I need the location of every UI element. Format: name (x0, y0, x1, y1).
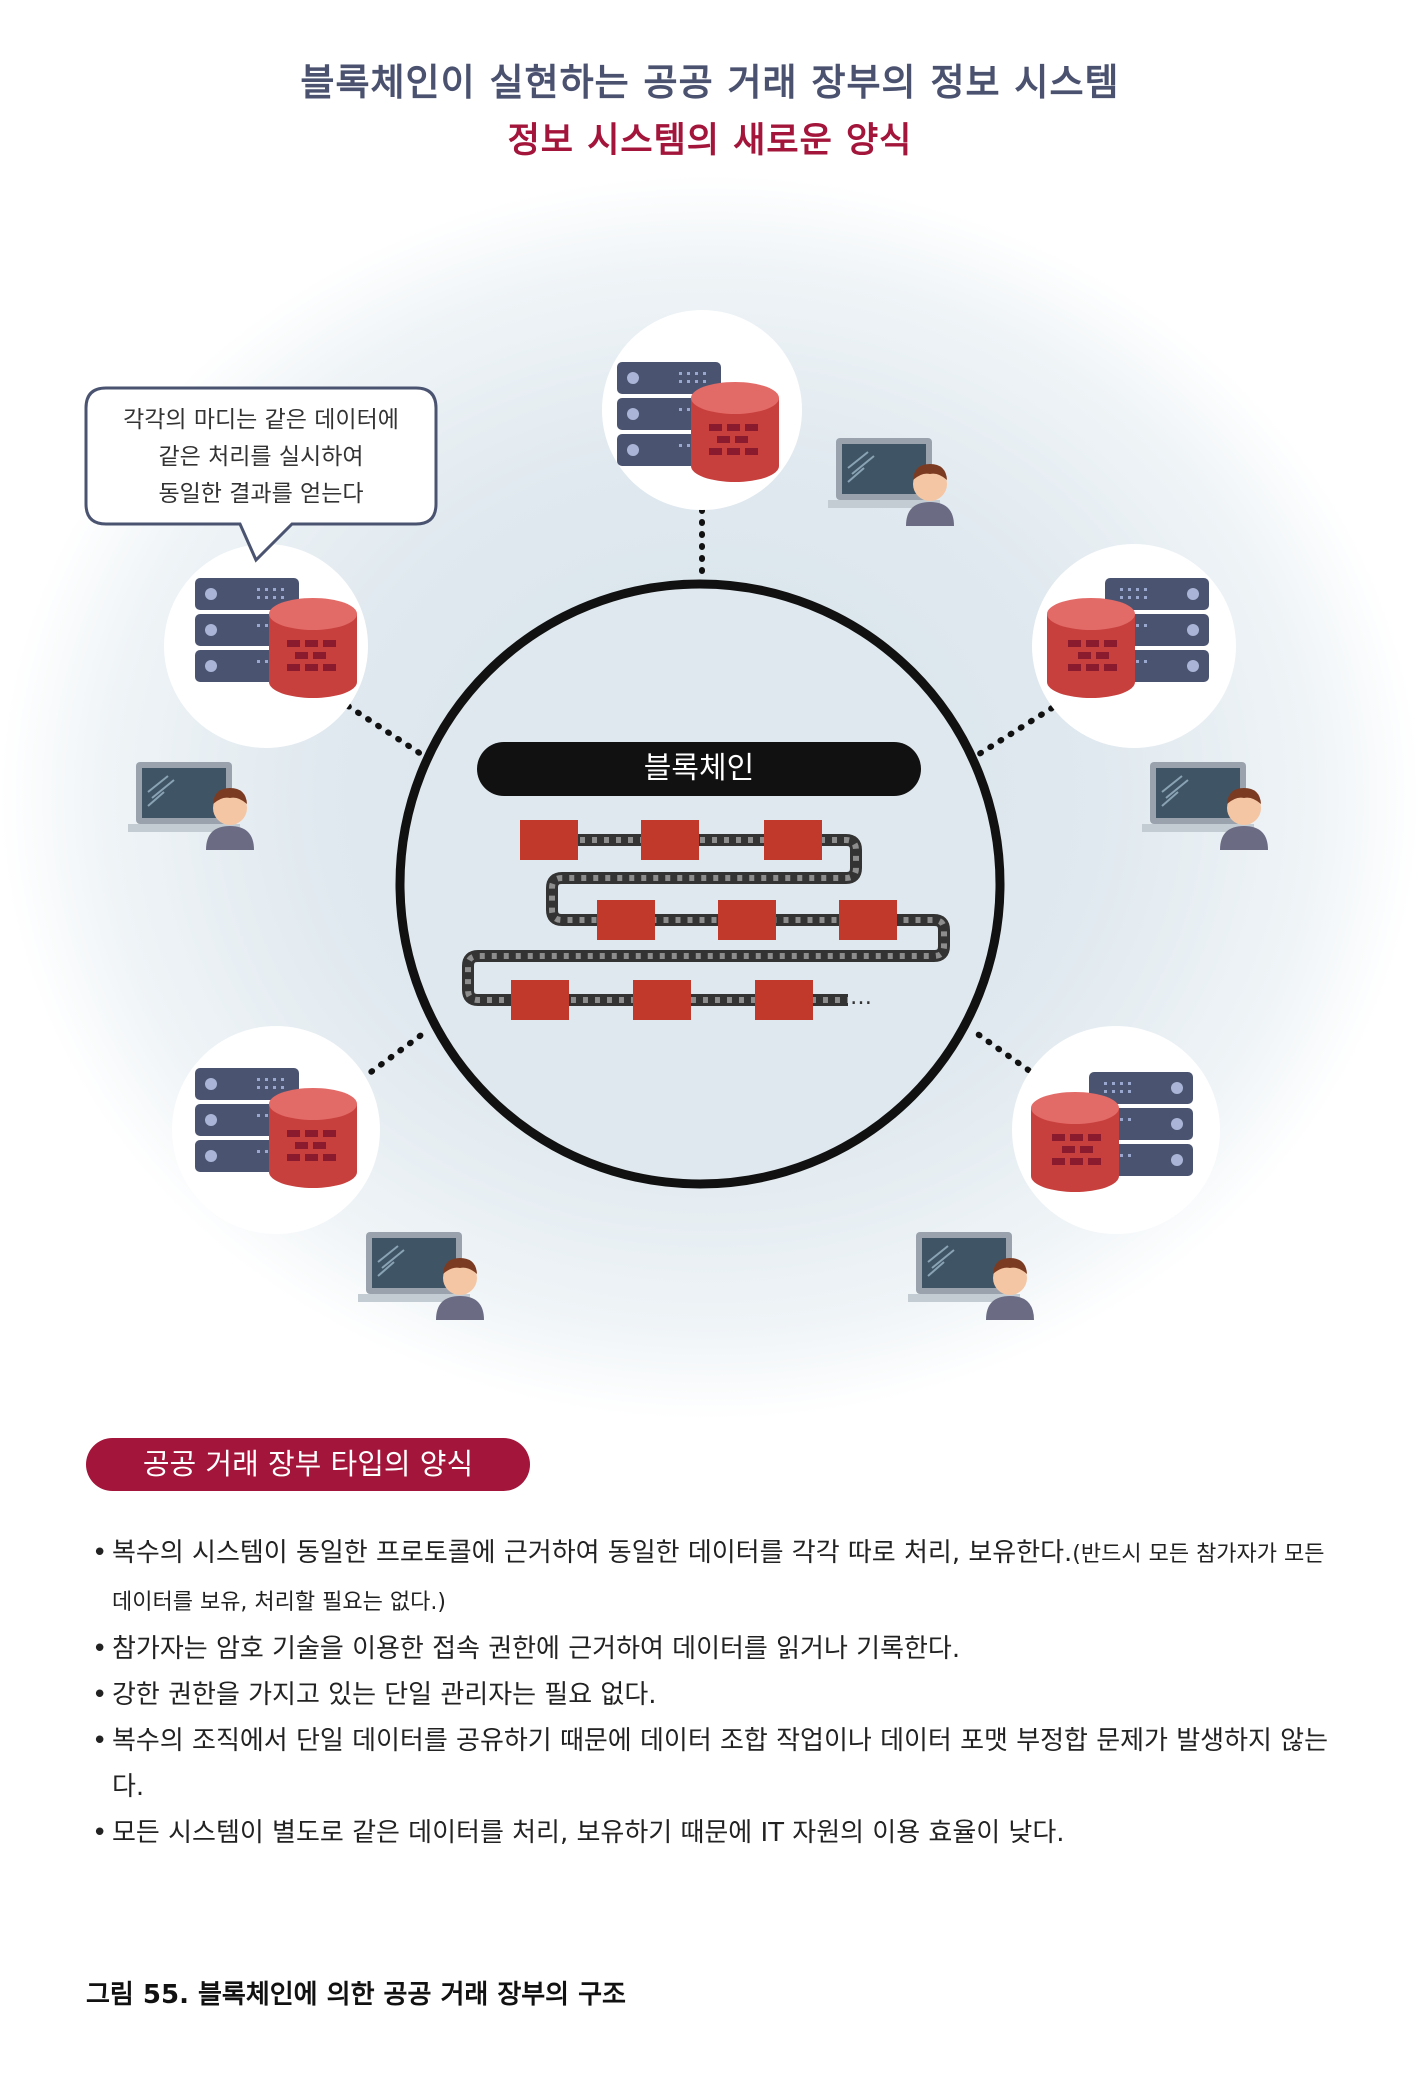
block (511, 980, 569, 1020)
block (633, 980, 691, 1020)
blockchain-label: 블록체인 (477, 742, 921, 796)
block (718, 900, 776, 940)
speech-bubble-outline (84, 386, 438, 563)
block (839, 900, 897, 940)
bullet-item: 모든 시스템이 별도로 같은 데이터를 처리, 보유하기 때문에 IT 자원의 … (92, 1810, 1337, 1856)
page-subtitle: 정보 시스템의 새로운 양식 (507, 121, 913, 161)
block (755, 980, 813, 1020)
network-diagram: … (0, 175, 1420, 1420)
block (597, 900, 655, 940)
speech-bubble-line: 동일한 결과를 얻는다 (158, 481, 364, 507)
chain-ellipsis: … (850, 985, 872, 1010)
speech-bubble-line: 같은 처리를 실시하여 (158, 444, 364, 470)
speech-bubble: 각각의 마디는 같은 데이터에 같은 처리를 실시하여 동일한 결과를 얻는다 (86, 388, 436, 524)
page-title: 블록체인이 실현하는 공공 거래 장부의 정보 시스템 (300, 61, 1120, 104)
bullet-text: 복수의 시스템이 동일한 프로토콜에 근거하여 동일한 데이터를 각각 따로 처… (112, 1538, 1073, 1568)
bullet-list: 복수의 시스템이 동일한 프로토콜에 근거하여 동일한 데이터를 각각 따로 처… (92, 1530, 1337, 1856)
block (764, 820, 822, 860)
speech-bubble-line: 각각의 마디는 같은 데이터에 (123, 407, 399, 433)
bullet-item: 참가자는 암호 기술을 이용한 접속 권한에 근거하여 데이터를 읽거나 기록한… (92, 1626, 1337, 1672)
block (641, 820, 699, 860)
bullet-item: 강한 권한을 가지고 있는 단일 관리자는 필요 없다. (92, 1672, 1337, 1718)
bullet-note: (반드시 모든 참가자가 모든 데이터를 보유, 처리할 필요는 없다.) (112, 1542, 1325, 1615)
figure-caption: 그림 55. 블록체인에 의한 공공 거래 장부의 구조 (86, 1980, 626, 2010)
bullet-item: 복수의 조직에서 단일 데이터를 공유하기 때문에 데이터 조합 작업이나 데이… (92, 1718, 1337, 1810)
bullet-item: 복수의 시스템이 동일한 프로토콜에 근거하여 동일한 데이터를 각각 따로 처… (92, 1530, 1337, 1626)
block (520, 820, 578, 860)
section-label: 공공 거래 장부 타입의 양식 (86, 1438, 530, 1491)
